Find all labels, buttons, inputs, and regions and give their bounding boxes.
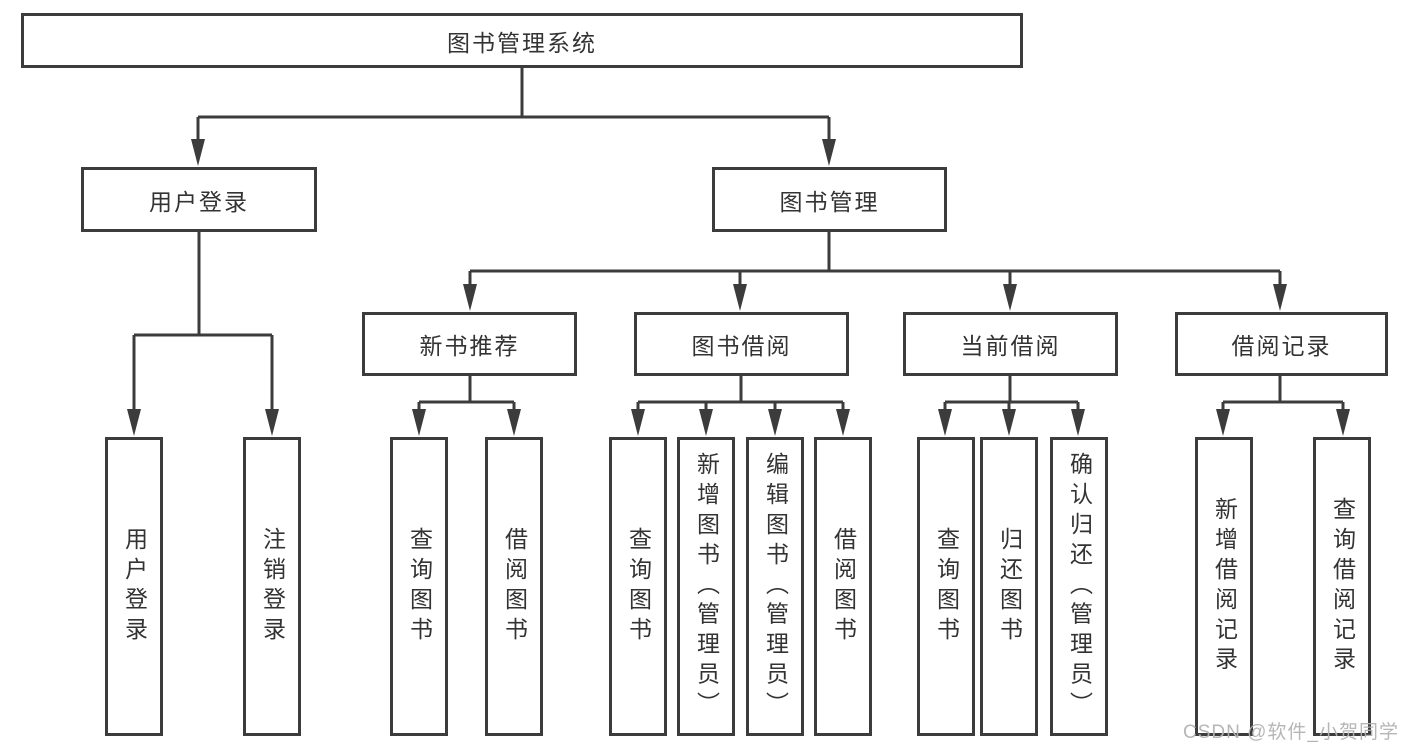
leaf-label: 查询图书 [625,526,652,647]
leaf-label: 查询图书 [933,526,960,647]
leaf-label: 借阅图书 [501,526,528,647]
connector-current-to-leaves [943,376,1080,414]
leaf-label: 确认归还（管理员） [1066,451,1093,722]
node-label: 图书借阅 [691,333,792,359]
connector-newrec-to-leaves [417,376,516,414]
leaf-label: 新增借阅记录 [1211,496,1238,677]
leaf-label: 用户登录 [121,526,148,647]
node-label: 借阅记录 [1231,333,1332,359]
node-new-book-recommend: 新书推荐 [362,312,577,376]
node-label: 图书管理 [779,188,880,215]
node-label: 新书推荐 [419,333,520,359]
leaf-label: 编辑图书（管理员） [762,451,789,722]
node-library-management-system: 图书管理系统 [21,13,1023,68]
leaf-current-confirm-return-admin: 确认归还（管理员） [1050,437,1108,736]
node-label: 图书管理系统 [447,29,597,56]
leaf-borrow-borrow-books: 借阅图书 [814,437,872,736]
leaf-logout: 注销登录 [243,437,301,736]
leaf-current-query-books: 查询图书 [917,437,975,736]
leaf-label: 借阅图书 [830,526,857,647]
leaf-borrow-add-books-admin: 新增图书（管理员） [677,437,735,736]
leaf-current-return-books: 归还图书 [980,437,1038,736]
leaf-label: 查询图书 [406,526,433,647]
connector-root-to-level1 [196,67,831,145]
leaf-borrow-edit-books-admin: 编辑图书（管理员） [746,437,804,736]
leaf-newrec-query-books: 查询图书 [390,437,448,736]
leaf-records-add-record: 新增借阅记录 [1195,437,1253,736]
connector-bookmgmt-to-level2 [468,232,1282,290]
node-user-login: 用户登录 [81,167,317,232]
node-book-borrowing: 图书借阅 [634,312,849,376]
leaf-label: 注销登录 [259,526,286,647]
leaf-newrec-borrow-books: 借阅图书 [485,437,543,736]
connector-records-to-leaves [1221,376,1345,414]
connector-userlogin-to-leaves [132,232,274,414]
node-current-borrowing: 当前借阅 [903,312,1118,376]
leaf-label: 归还图书 [996,526,1023,647]
node-book-management: 图书管理 [712,167,947,232]
connector-borrow-to-leaves [636,376,845,414]
node-label: 当前借阅 [960,333,1061,359]
leaf-label: 新增图书（管理员） [693,451,720,722]
node-label: 用户登录 [149,188,249,215]
csdn-watermark: CSDN @软件_小贺同学 [1183,722,1399,743]
leaf-user-login: 用户登录 [105,437,163,736]
leaf-borrow-query-books: 查询图书 [609,437,667,736]
leaf-records-query-record: 查询借阅记录 [1313,437,1371,736]
leaf-label: 查询借阅记录 [1329,496,1356,677]
node-borrowing-records: 借阅记录 [1175,312,1388,376]
